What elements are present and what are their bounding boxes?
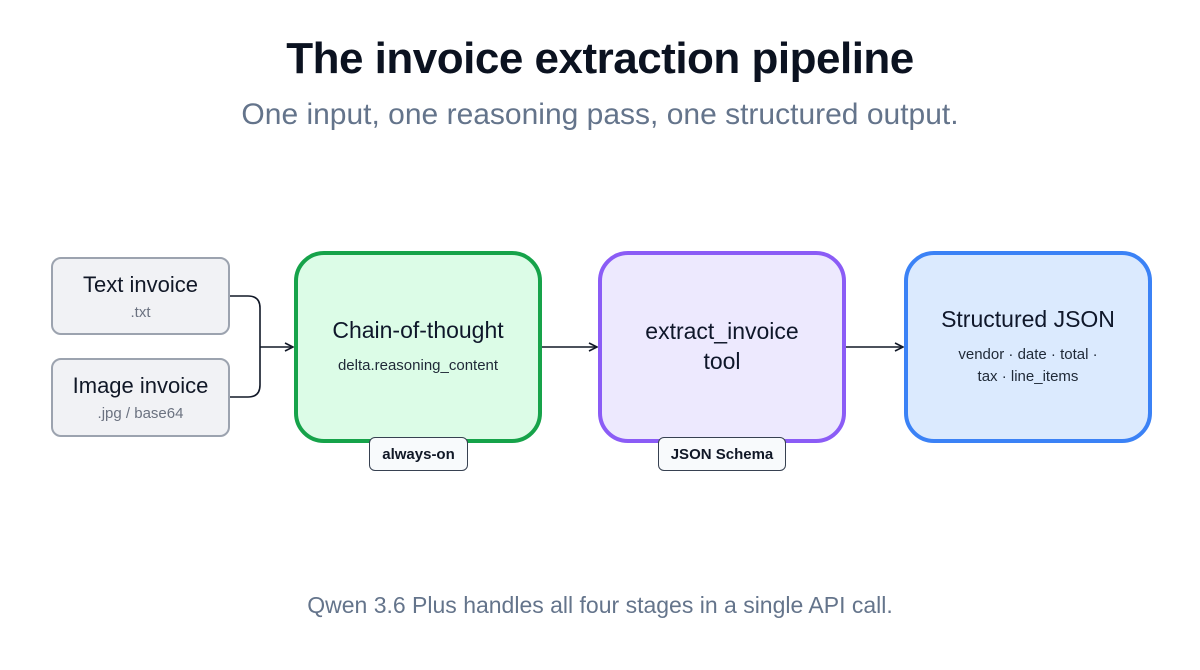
input-text-invoice-format: .txt — [130, 303, 151, 321]
stage-extract-invoice-label-line1: extract_invoice — [645, 318, 799, 345]
tag-json-schema: JSON Schema — [658, 437, 786, 471]
input-text-invoice: Text invoice .txt — [51, 257, 230, 335]
stage-structured-json-label: Structured JSON — [941, 306, 1115, 333]
stage-structured-json: Structured JSON vendor · date · total · … — [904, 251, 1152, 443]
input-image-invoice-format: .jpg / base64 — [97, 405, 184, 422]
stage-structured-json-fields-line2: tax · line_items — [977, 367, 1079, 385]
tag-always-on: always-on — [369, 437, 468, 471]
footer-note: Qwen 3.6 Plus handles all four stages in… — [307, 592, 893, 618]
stage-structured-json-fields-line1: vendor · date · total · — [958, 346, 1098, 364]
diagram-title: The invoice extraction pipeline — [286, 34, 914, 83]
connector-text-invoice — [230, 295, 261, 347]
diagram-subtitle: One input, one reasoning pass, one struc… — [241, 98, 959, 131]
stage-chain-of-thought-label: Chain-of-thought — [332, 317, 504, 344]
stage-extract-invoice-tool: extract_invoice tool — [598, 251, 846, 443]
stage-chain-of-thought: Chain-of-thought delta.reasoning_content — [294, 251, 542, 443]
stage-extract-invoice-label-line2: tool — [703, 348, 741, 374]
input-image-invoice-label: Image invoice — [72, 373, 209, 398]
input-image-invoice: Image invoice .jpg / base64 — [51, 358, 230, 437]
connector-image-invoice — [230, 347, 261, 398]
stage-chain-of-thought-detail: delta.reasoning_content — [337, 356, 499, 374]
stage-structured-json-fields: vendor · date · total · tax · line_items — [958, 344, 1097, 388]
input-text-invoice-label: Text invoice — [83, 271, 198, 297]
